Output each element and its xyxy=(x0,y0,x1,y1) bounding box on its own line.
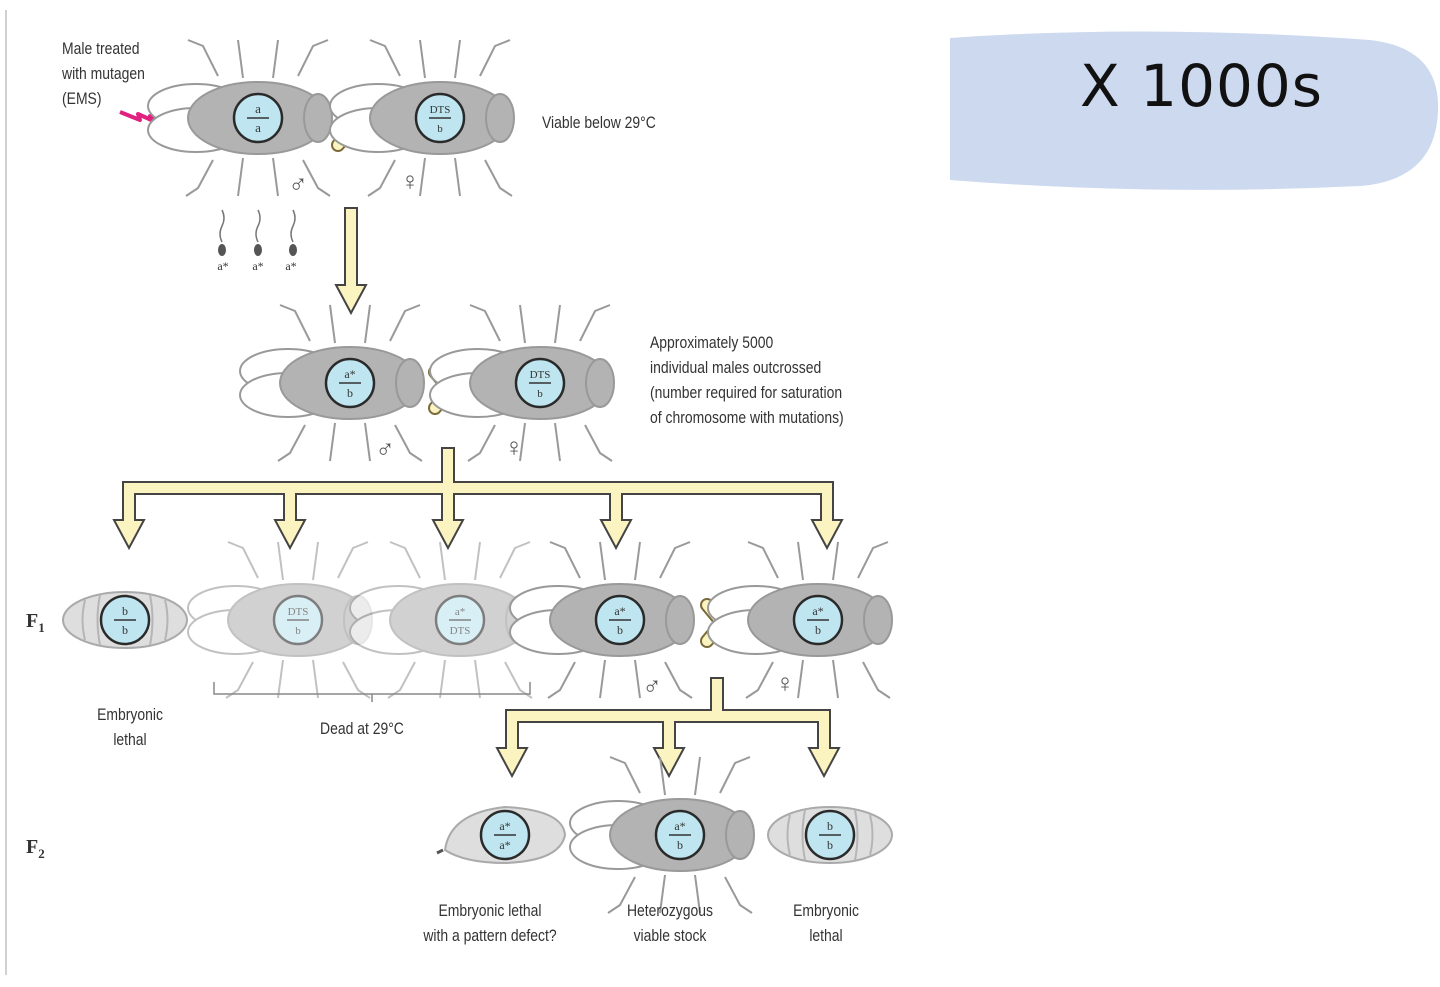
f1-fly-2: DTS b xyxy=(187,541,373,699)
parental-male-fly: a a xyxy=(147,39,333,197)
sperm-label-1: a* xyxy=(217,259,228,273)
male-symbol: ♂ xyxy=(642,672,662,701)
generation-f1: F1 xyxy=(26,610,45,635)
genotype-top: a* xyxy=(812,604,823,618)
label-viable-below: Viable below 29°C xyxy=(542,113,656,132)
sperm-label-3: a* xyxy=(285,259,296,273)
genotype-bottom: b xyxy=(677,838,683,852)
female-symbol: ♀ xyxy=(775,669,795,698)
genotype-bottom: b xyxy=(437,123,443,135)
generation-f2: F2 xyxy=(26,836,45,861)
f2-branch-arrows xyxy=(495,677,841,779)
f2-larva-3: b b xyxy=(767,806,893,864)
parental-female-fly: DTS b xyxy=(329,39,515,197)
genotype-bottom: b xyxy=(827,838,833,852)
genotype-top: b xyxy=(827,819,833,833)
dead-bracket xyxy=(213,682,531,702)
sperm-group xyxy=(219,209,296,243)
genotype-top: a* xyxy=(344,367,355,381)
outcross-male-fly: a* b xyxy=(239,304,425,462)
note-text: X 1000s xyxy=(1080,52,1323,120)
female-symbol: ♀ xyxy=(400,167,420,196)
genotype-bottom: b xyxy=(122,623,128,637)
crossing-diagram: a a DTS b ♂ ♀ a* a* a* a* b DTS b ♂ ♀ xyxy=(5,10,893,975)
female-symbol: ♀ xyxy=(504,433,524,462)
arrow-down-1 xyxy=(334,207,368,316)
genotype-bottom: b xyxy=(815,623,821,637)
genotype-bottom: a* xyxy=(499,838,510,852)
f1-fly-3: a* DTS xyxy=(349,541,535,699)
genotype-top: a* xyxy=(614,604,625,618)
genotype-top: a* xyxy=(499,819,510,833)
f1-fly-5: a* b xyxy=(707,541,893,699)
genotype-top: b xyxy=(122,604,128,618)
outcross-female-fly: DTS b xyxy=(429,304,615,462)
genotype-top: DTS xyxy=(430,104,451,116)
f2-larva-1: a* a* xyxy=(436,805,567,865)
male-symbol: ♂ xyxy=(288,170,308,199)
f1-branch-arrows xyxy=(112,447,844,551)
genotype-top: a* xyxy=(455,606,465,618)
genotype-bottom: b xyxy=(295,625,301,637)
male-symbol: ♂ xyxy=(375,435,395,464)
genotype-bottom: a xyxy=(255,120,261,135)
note-box xyxy=(950,31,1439,190)
genotype-top: a* xyxy=(674,819,685,833)
f1-fly-4: a* b xyxy=(509,541,695,699)
genotype-bottom: b xyxy=(347,386,353,400)
genotype-bottom: DTS xyxy=(450,625,471,637)
genotype-top: DTS xyxy=(530,369,551,381)
f2-fly-2: a* b xyxy=(569,756,755,914)
genotype-bottom: b xyxy=(617,623,623,637)
genotype-bottom: b xyxy=(537,388,543,400)
genotype-top: a xyxy=(255,101,261,116)
label-dead-at: Dead at 29°C xyxy=(320,719,404,738)
genotype-top: DTS xyxy=(288,606,309,618)
f1-larva-1: b b xyxy=(62,591,188,649)
sperm-label-2: a* xyxy=(252,259,263,273)
